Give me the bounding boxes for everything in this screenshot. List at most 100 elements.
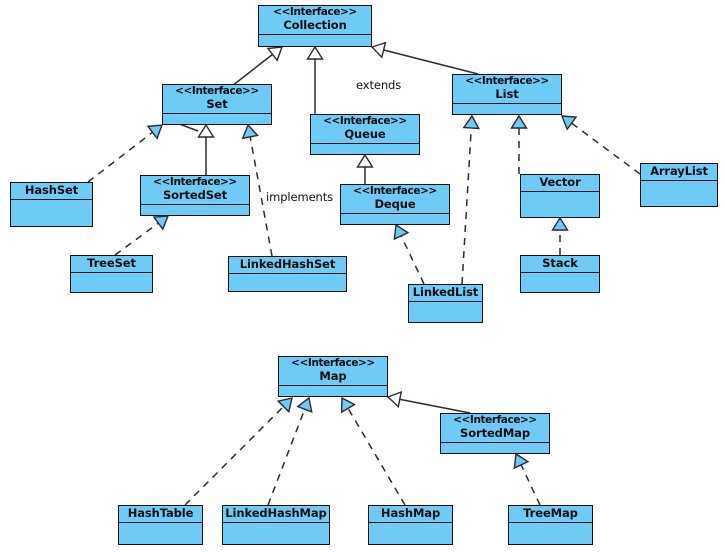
uml-edge-arraylist-implements-list	[560, 115, 641, 175]
uml-arrowhead-realization	[393, 223, 410, 241]
uml-class-arraylist[interactable]: ArrayList	[640, 163, 718, 207]
uml-stereotype-set: <<Interface>>	[175, 85, 259, 97]
uml-class-treeset[interactable]: TreeSet	[70, 255, 153, 293]
uml-class-name-treeset: TreeSet	[87, 256, 136, 270]
uml-edge-stack-extends-vector	[551, 216, 569, 255]
uml-edge-sortedset-extends-set	[197, 123, 215, 175]
uml-class-list[interactable]: <<Interface>>List	[452, 74, 562, 115]
uml-class-set[interactable]: <<Interface>>Set	[162, 84, 272, 125]
uml-arrowhead-generalization	[386, 390, 403, 409]
uml-edge-hashmap-implements-map	[340, 396, 406, 506]
uml-class-body-set	[163, 114, 271, 124]
uml-class-name-deque: Deque	[374, 196, 416, 211]
uml-class-name-stack: Stack	[542, 256, 578, 270]
uml-class-body-linkedhashmap	[223, 523, 329, 544]
uml-class-queue[interactable]: <<Interface>>Queue	[310, 114, 420, 155]
uml-class-body-list	[453, 104, 561, 114]
uml-class-sortedmap[interactable]: <<Interface>>SortedMap	[440, 413, 550, 454]
uml-class-header-sortedset: <<Interface>>SortedSet	[141, 176, 249, 205]
uml-arrowhead-realization	[510, 114, 528, 129]
uml-edge-hashset-implements-set	[87, 124, 164, 183]
uml-class-header-set: <<Interface>>Set	[163, 85, 271, 114]
uml-class-name-set: Set	[206, 96, 228, 111]
uml-implements-label: implements	[266, 190, 334, 204]
uml-arrowhead-generalization	[266, 46, 284, 62]
uml-class-body-linkedhashset	[229, 274, 346, 291]
uml-class-body-sortedset	[141, 205, 249, 215]
uml-class-name-collection: Collection	[283, 17, 347, 32]
uml-stereotype-sortedmap: <<Interface>>	[453, 414, 537, 426]
uml-stereotype-deque: <<Interface>>	[353, 185, 437, 197]
uml-class-vector[interactable]: Vector	[520, 174, 600, 218]
uml-class-header-treeset: TreeSet	[71, 256, 152, 273]
uml-arrowhead-realization	[340, 396, 356, 414]
uml-class-body-vector	[521, 192, 599, 217]
uml-class-map[interactable]: <<Interface>>Map	[278, 356, 388, 397]
uml-class-body-hashmap	[369, 523, 452, 544]
uml-class-linkedhashmap[interactable]: LinkedHashMap	[222, 505, 330, 545]
uml-class-name-linkedhashmap: LinkedHashMap	[225, 506, 327, 520]
uml-edge-deque-extends-queue	[356, 153, 374, 184]
uml-stereotype-list: <<Interface>>	[465, 75, 549, 87]
uml-stereotype-map: <<Interface>>	[291, 357, 375, 369]
uml-edge-sortedmap-extends-map	[386, 390, 471, 414]
uml-class-name-queue: Queue	[344, 126, 386, 141]
uml-class-deque[interactable]: <<Interface>>Deque	[340, 184, 450, 225]
uml-class-header-vector: Vector	[521, 175, 599, 192]
uml-class-treemap[interactable]: TreeMap	[508, 505, 593, 545]
uml-arrowhead-realization	[276, 397, 293, 414]
uml-class-collection[interactable]: <<Interface>>Collection	[258, 5, 372, 47]
uml-class-body-linkedlist	[409, 302, 482, 322]
uml-stereotype-sortedset: <<Interface>>	[153, 176, 237, 188]
uml-class-header-hashtable: HashTable	[119, 506, 202, 523]
uml-arrowhead-generalization	[551, 216, 569, 231]
uml-class-hashset[interactable]: HashSet	[10, 182, 93, 227]
uml-class-body-hashtable	[119, 523, 202, 544]
uml-class-header-queue: <<Interface>>Queue	[311, 115, 419, 144]
uml-edge-linkedlist-implements-deque	[393, 223, 425, 285]
uml-class-linkedlist[interactable]: LinkedList	[408, 284, 483, 323]
uml-class-body-collection	[259, 35, 371, 46]
uml-arrowhead-realization	[296, 396, 313, 413]
uml-class-body-stack	[521, 273, 599, 292]
uml-stereotype-queue: <<Interface>>	[323, 115, 407, 127]
uml-edge-list-extends-collection	[370, 41, 479, 75]
uml-arrowhead-realization	[513, 452, 530, 470]
uml-class-name-hashtable: HashTable	[127, 506, 194, 520]
uml-stereotype-collection: <<Interface>>	[273, 6, 357, 18]
uml-class-name-sortedset: SortedSet	[162, 187, 228, 202]
uml-class-hashmap[interactable]: HashMap	[368, 505, 453, 545]
uml-class-name-map: Map	[319, 368, 347, 383]
uml-class-header-linkedlist: LinkedList	[409, 285, 482, 302]
uml-edge-treemap-implements-sortedmap	[513, 452, 541, 506]
uml-class-header-treemap: TreeMap	[509, 506, 592, 523]
uml-class-name-sortedmap: SortedMap	[460, 425, 530, 440]
uml-class-linkedhashset[interactable]: LinkedHashSet	[228, 256, 347, 292]
uml-arrowhead-generalization	[356, 153, 374, 168]
uml-arrowhead-generalization	[197, 123, 215, 138]
uml-class-body-map	[279, 386, 387, 396]
uml-edge-hashtable-implements-map	[184, 397, 293, 506]
uml-class-name-treemap: TreeMap	[523, 506, 578, 520]
uml-class-header-linkedhashset: LinkedHashSet	[229, 257, 346, 274]
uml-class-stack[interactable]: Stack	[520, 255, 600, 293]
uml-class-header-sortedmap: <<Interface>>SortedMap	[441, 414, 549, 443]
uml-class-name-hashset: HashSet	[24, 183, 79, 197]
uml-arrowhead-realization	[152, 215, 170, 231]
uml-class-header-collection: <<Interface>>Collection	[259, 6, 371, 35]
uml-class-sortedset[interactable]: <<Interface>>SortedSet	[140, 175, 250, 216]
uml-class-header-arraylist: ArrayList	[641, 164, 717, 181]
uml-class-header-hashmap: HashMap	[369, 506, 452, 523]
uml-extends-label: extends	[356, 78, 402, 92]
uml-class-body-treemap	[509, 523, 592, 544]
uml-class-hashtable[interactable]: HashTable	[118, 505, 203, 545]
uml-class-name-linkedhashset: LinkedHashSet	[239, 257, 336, 271]
uml-class-body-treeset	[71, 273, 152, 292]
uml-class-name-list: List	[495, 86, 519, 101]
uml-edge-vector-implements-list	[510, 114, 528, 174]
uml-class-header-map: <<Interface>>Map	[279, 357, 387, 386]
uml-class-name-arraylist: ArrayList	[650, 164, 708, 178]
uml-class-header-list: <<Interface>>List	[453, 75, 561, 104]
uml-class-body-hashset	[11, 200, 92, 226]
